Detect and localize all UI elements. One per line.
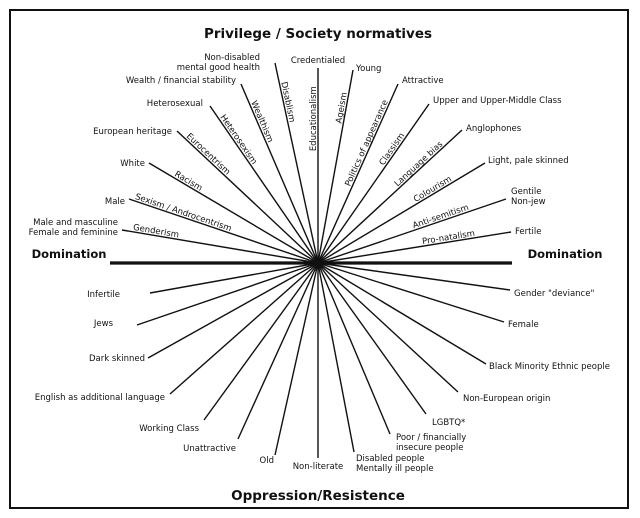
domination-label-left: Domination bbox=[32, 247, 107, 261]
category-credentialed: Credentialed bbox=[291, 56, 345, 66]
rays-group bbox=[121, 62, 512, 458]
category-male: Male bbox=[105, 197, 125, 207]
ray-upper-5 bbox=[209, 105, 319, 264]
ray-label-racism: Racism bbox=[172, 169, 203, 193]
center-hub bbox=[314, 259, 322, 267]
ray-upper-7 bbox=[274, 62, 319, 264]
category-fertile: Fertile bbox=[515, 227, 541, 237]
category-non-literate: Non-literate bbox=[293, 462, 344, 472]
ray-lower-3 bbox=[147, 262, 319, 359]
category-dark-skinned: Dark skinned bbox=[89, 354, 145, 364]
category-attractive: Attractive bbox=[402, 76, 444, 86]
ray-label-classism: Classism bbox=[378, 131, 408, 167]
category-old: Old bbox=[260, 456, 274, 466]
ray-lower-10 bbox=[317, 262, 391, 435]
ray-lower-14 bbox=[317, 262, 505, 323]
ray-label-ageism: Ageism bbox=[334, 91, 349, 124]
ray-label-politics-of-appearance: Politics of appearance bbox=[343, 98, 390, 188]
category-light-pale-skinned: Light, pale skinned bbox=[488, 156, 569, 166]
ray-label-genderism: Genderism bbox=[132, 223, 179, 241]
ray-lower-11 bbox=[317, 262, 427, 415]
ray-upper-6 bbox=[240, 83, 319, 264]
title-oppression: Oppression/Resistence bbox=[231, 488, 405, 504]
ray-lower-12 bbox=[317, 262, 459, 393]
ray-label-educationalism: Educationalism bbox=[309, 86, 319, 151]
category-jews: Jews bbox=[93, 319, 114, 329]
domination-label-right: Domination bbox=[528, 247, 603, 261]
ray-lower-6 bbox=[237, 262, 319, 440]
category-unattractive: Unattractive bbox=[183, 444, 236, 454]
ray-lower-2 bbox=[136, 262, 319, 326]
category-female: Female bbox=[508, 320, 539, 330]
ray-lower-13 bbox=[317, 262, 487, 365]
category-european-heritage: European heritage bbox=[93, 127, 172, 137]
category-gender-deviance: Gender "deviance" bbox=[514, 289, 594, 299]
ray-label-anti-semitism: Anti-semitism bbox=[411, 203, 470, 231]
ray-lower-1 bbox=[149, 262, 319, 294]
ray-label-heterosexism: Heterosexism bbox=[217, 113, 258, 167]
ray-upper-4 bbox=[176, 130, 319, 264]
category-infertile: Infertile bbox=[87, 290, 120, 300]
category-non-european-origin: Non-European origin bbox=[463, 394, 550, 404]
category-upper-and-upper-middle-class: Upper and Upper-Middle Class bbox=[433, 96, 562, 106]
ray-label-wealthism: Wealthism bbox=[248, 99, 275, 144]
ray-upper-1 bbox=[121, 229, 319, 264]
ray-upper-15 bbox=[317, 231, 512, 264]
ray-upper-14 bbox=[317, 198, 507, 264]
category-anglophones: Anglophones bbox=[466, 124, 522, 134]
ray-upper-9 bbox=[317, 69, 354, 264]
ray-lower-5 bbox=[203, 262, 319, 421]
ray-label-pro-natalism: Pro-natalism bbox=[422, 229, 476, 247]
ray-lower-7 bbox=[274, 262, 319, 456]
ray-lower-4 bbox=[169, 262, 319, 395]
ray-lower-9 bbox=[317, 262, 355, 453]
category-white: White bbox=[120, 159, 145, 169]
category-wealth-financial-stability: Wealth / financial stability bbox=[126, 76, 236, 86]
ray-label-colourism: Colourism bbox=[412, 174, 454, 204]
title-privilege: Privilege / Society normatives bbox=[204, 26, 432, 42]
ray-upper-12 bbox=[317, 129, 463, 264]
category-english-as-additional-language: English as additional language bbox=[35, 393, 165, 403]
ray-label-eurocentrism: Eurocentrism bbox=[184, 132, 232, 178]
category-black-minority-ethnic-people: Black Minority Ethnic people bbox=[489, 362, 610, 372]
ray-label-disablism: Disablism bbox=[278, 81, 296, 124]
ray-upper-13 bbox=[317, 162, 486, 264]
ray-upper-3 bbox=[148, 162, 319, 264]
ray-upper-10 bbox=[317, 83, 399, 264]
ray-lower-15 bbox=[317, 262, 511, 291]
category-heterosexual: Heterosexual bbox=[147, 99, 203, 109]
category-working-class: Working Class bbox=[139, 424, 199, 434]
ray-upper-11 bbox=[317, 103, 430, 264]
category-lgbtq: LGBTQ* bbox=[432, 418, 465, 428]
ray-upper-2 bbox=[128, 198, 319, 264]
category-young: Young bbox=[355, 64, 381, 74]
